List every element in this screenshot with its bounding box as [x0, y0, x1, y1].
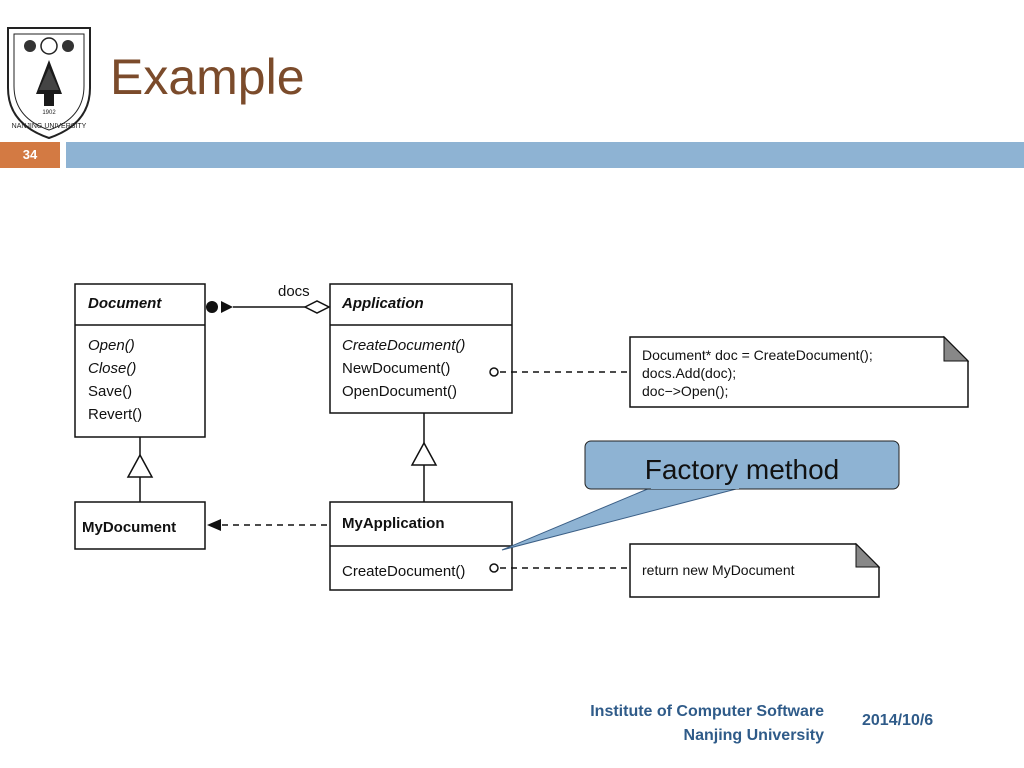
footer-institute-line2: Nanjing University — [683, 727, 824, 744]
university-logo: 1902 NANJING UNIVERSITY — [7, 27, 91, 140]
mydocument-generalization — [126, 437, 154, 502]
document-op-save: Save() — [88, 383, 132, 400]
slide-number-bar — [0, 142, 60, 168]
creates-dependency — [207, 519, 330, 531]
page-title: Example — [110, 49, 305, 105]
application-class: Application CreateDocument() NewDocument… — [329, 283, 513, 414]
myapplication-class: MyApplication CreateDocument() — [329, 501, 513, 591]
mydocument-class: MyDocument — [74, 501, 206, 550]
application-op-new: NewDocument() — [342, 360, 450, 377]
footer-institute-line1: Institute of Computer Software — [590, 703, 824, 720]
document-class: Document Open() Close() Save() Revert() — [74, 283, 206, 438]
application-note-line1: Document* doc = CreateDocument(); — [642, 347, 873, 363]
application-note: Document* doc = CreateDocument(); docs.A… — [489, 335, 970, 408]
application-note-line2: docs.Add(doc); — [642, 365, 736, 381]
myapplication-note-text: return new MyDocument — [642, 562, 795, 578]
factory-method-callout: Factory method — [501, 440, 900, 551]
myapplication-op-create: CreateDocument() — [342, 563, 465, 580]
mydocument-class-name: MyDocument — [82, 519, 176, 536]
document-op-revert: Revert() — [88, 406, 142, 423]
logo-ring-text: NANJING UNIVERSITY — [12, 123, 87, 130]
document-op-open: Open() — [88, 337, 135, 354]
callout-text: Factory method — [645, 454, 840, 485]
header-bar — [66, 142, 1024, 168]
myapplication-note: return new MyDocument — [489, 542, 881, 598]
myapplication-generalization — [410, 413, 438, 502]
docs-label: docs — [278, 283, 310, 300]
slide-number: 34 — [22, 147, 38, 162]
myapplication-class-name: MyApplication — [342, 515, 445, 532]
application-note-line3: doc−>Open(); — [642, 383, 728, 399]
application-op-open: OpenDocument() — [342, 383, 457, 400]
docs-association: docs — [206, 283, 331, 314]
document-op-close: Close() — [88, 360, 136, 377]
footer-date: 2014/10/6 — [862, 712, 934, 729]
document-class-name: Document — [88, 295, 162, 312]
application-class-name: Application — [341, 295, 424, 312]
application-op-create: CreateDocument() — [342, 337, 465, 354]
logo-year: 1902 — [42, 110, 56, 116]
footer-institute: Institute of Computer Software Nanjing U… — [590, 700, 824, 748]
